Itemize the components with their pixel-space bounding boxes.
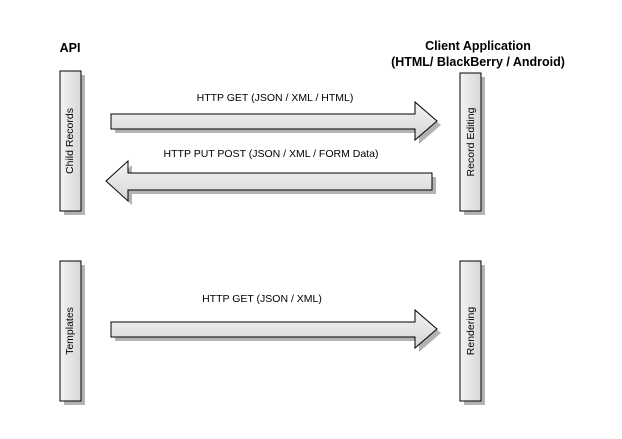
get-arrow-to-record-editing: HTTP GET (JSON / XML / HTML) <box>110 92 441 144</box>
get-json-xml-html-label: HTTP GET (JSON / XML / HTML) <box>197 92 354 104</box>
record-editing-label: Record Editing <box>465 107 477 176</box>
get-json-xml-label: HTTP GET (JSON / XML) <box>202 293 322 305</box>
rendering-box: Rendering <box>459 260 485 405</box>
client-platforms-heading: (HTML/ BlackBerry / Android) <box>391 55 565 69</box>
put-post-arrow-to-child-records: HTTP PUT POST (JSON / XML / FORM Data) <box>105 148 436 205</box>
templates-label: Templates <box>64 307 76 355</box>
put-post-label: HTTP PUT POST (JSON / XML / FORM Data) <box>164 148 379 160</box>
child-records-label: Child Records <box>64 108 76 174</box>
api-heading: API <box>60 41 81 55</box>
get-arrow-to-rendering: HTTP GET (JSON / XML) <box>110 293 441 352</box>
client-application-heading: Client Application <box>425 39 531 53</box>
record-editing-box: Record Editing <box>459 72 485 215</box>
rendering-label: Rendering <box>465 307 477 356</box>
child-records-box: Child Records <box>59 70 85 215</box>
templates-box: Templates <box>59 260 85 405</box>
